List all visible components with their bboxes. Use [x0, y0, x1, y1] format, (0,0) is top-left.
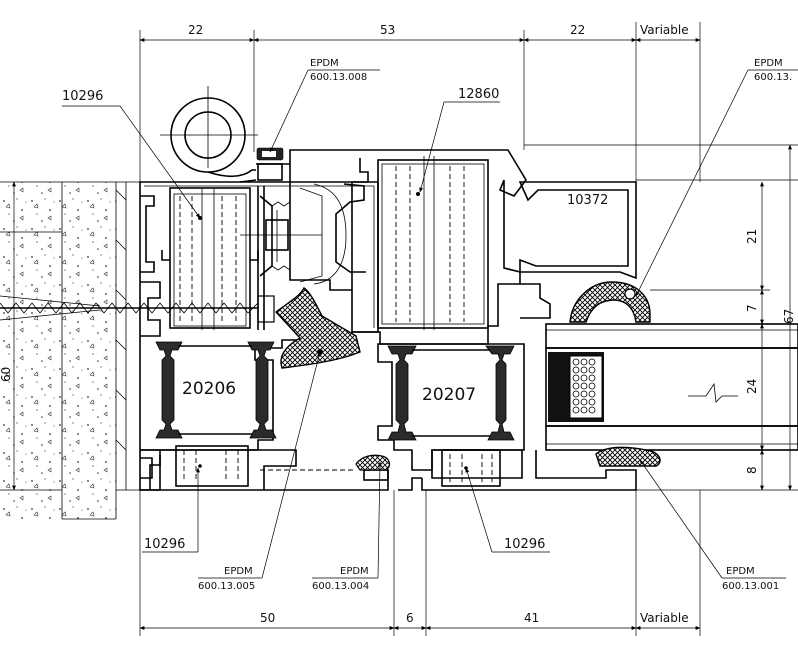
gasket-label-top-code: 600.13.: [754, 72, 792, 83]
gasket-label-005-code: 600.13.005: [198, 581, 255, 592]
gasket-label-008-code: 600.13.008: [310, 72, 367, 83]
thermal-break-20206: 20206: [155, 341, 277, 439]
label-12860: 12860: [458, 87, 499, 102]
dim-right-3: 24: [745, 379, 759, 394]
dimensions-bottom: 50 6 41 Variable: [139, 490, 701, 636]
gasket-600-13-005: [274, 286, 361, 369]
frame-bottom-section: [140, 445, 422, 491]
dimensions-top: 22 53 22 Variable: [139, 22, 701, 182]
frame-profile-10296: [139, 181, 379, 491]
gasket-600-13-top: [569, 281, 651, 323]
dim-right-total: 67: [782, 309, 796, 324]
gasket-label-001-material: EPDM: [726, 566, 755, 577]
dimension-left: 60: [0, 181, 62, 491]
label-10296-bottom-right: 10296: [504, 537, 545, 552]
dim-top-4: Variable: [640, 23, 689, 37]
gasket-label-004-material: EPDM: [340, 566, 369, 577]
dim-bottom-2: 6: [406, 611, 414, 625]
dim-top-2: 53: [380, 23, 395, 37]
label-20207: 20207: [422, 385, 476, 405]
label-20206: 20206: [182, 379, 236, 399]
dim-right-2: 7: [745, 304, 759, 312]
glazing-unit: [545, 323, 798, 451]
gasket-label-004-code: 600.13.004: [312, 581, 369, 592]
leaders: 10296 EPDM 600.13.008 12860 EPDM 600.13.…: [62, 58, 798, 592]
dim-top-3: 22: [570, 23, 585, 37]
dim-bottom-4: Variable: [640, 611, 689, 625]
label-10296-bottom-left: 10296: [144, 537, 185, 552]
gasket-label-top-material: EPDM: [754, 58, 783, 69]
label-10372: 10372: [567, 193, 608, 208]
sash-bottom-chamber: [421, 449, 637, 491]
dim-right-4: 8: [745, 466, 759, 474]
label-10296-top: 10296: [62, 89, 103, 104]
glazing-bead-10372: 10372: [518, 181, 637, 319]
reference-lines: [524, 144, 798, 491]
hinge-cylinder: [160, 86, 258, 178]
dim-bottom-1: 50: [260, 611, 275, 625]
gasket-600-13-004: [355, 454, 391, 471]
sash-profile-12860: [239, 149, 527, 345]
dim-top-1: 22: [188, 23, 203, 37]
gasket-label-008-material: EPDM: [310, 58, 339, 69]
wall-concrete: [0, 181, 140, 520]
dimensions-right: 21 7 24 8 67: [745, 144, 796, 491]
dim-bottom-3: 41: [524, 611, 539, 625]
gasket-label-001-code: 600.13.001: [722, 581, 779, 592]
dim-right-1: 21: [745, 229, 759, 244]
gasket-label-005-material: EPDM: [224, 566, 253, 577]
dim-left: 60: [0, 367, 13, 382]
thermal-break-20207: 20207: [377, 343, 525, 471]
